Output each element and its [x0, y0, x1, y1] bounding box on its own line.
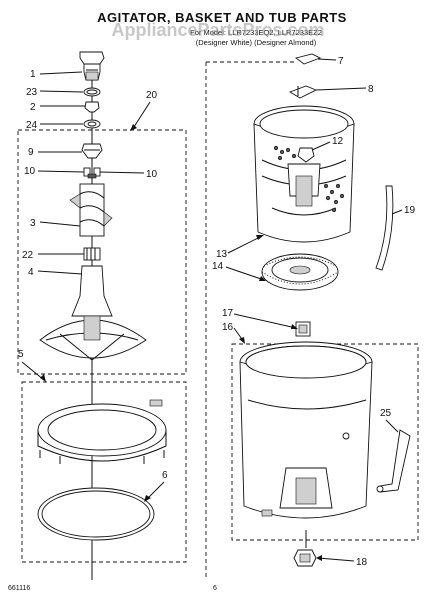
- part-19-hose: [375, 185, 394, 271]
- part-3-auger: [69, 183, 113, 237]
- part-9-retainer: [81, 143, 103, 159]
- part-14-hub: [261, 253, 339, 291]
- part-24-seal: [83, 119, 101, 129]
- callout-5: 5: [18, 349, 24, 360]
- callout-16: 16: [222, 322, 234, 333]
- callout-13: 13: [216, 249, 228, 260]
- callout-10-right: 10: [146, 169, 158, 180]
- callout-20: 20: [146, 90, 158, 101]
- part-23-ring: [83, 87, 101, 97]
- callout-17: 17: [222, 308, 234, 319]
- callout-19: 19: [404, 205, 416, 216]
- part-16-outer-tub: [239, 341, 373, 519]
- doc-number: 661116: [8, 585, 30, 592]
- part-22-bearing: [83, 247, 101, 261]
- part-18-nut: [293, 549, 317, 567]
- callout-25: 25: [380, 408, 392, 419]
- watermark: AppliancePartsPros.com: [111, 20, 324, 40]
- callout-6: 6: [162, 470, 168, 481]
- part-8-clip: [288, 85, 318, 99]
- diagram-title: AGITATOR, BASKET AND TUB PARTS: [97, 10, 347, 25]
- page-number: 6: [213, 585, 217, 592]
- part-17-nut: [295, 321, 311, 337]
- part-6-gasket: [37, 487, 155, 541]
- callout-10-left: 10: [24, 166, 36, 177]
- model-line: For Model: LLR7233EQ2, LLR7233EZ2: [190, 28, 322, 37]
- part-2-cam: [84, 101, 100, 113]
- callout-3: 3: [30, 218, 36, 229]
- callout-7: 7: [338, 56, 344, 67]
- callout-2: 2: [30, 102, 36, 113]
- part-4-agitator-base: [39, 265, 147, 361]
- part-7-nut: [294, 53, 322, 65]
- part-13-basket: [253, 105, 355, 243]
- callout-12: 12: [332, 136, 344, 147]
- callout-4: 4: [28, 267, 34, 278]
- variant-line: (Designer White) (Designer Almond): [196, 38, 317, 47]
- callout-8: 8: [368, 84, 374, 95]
- callout-23: 23: [26, 87, 38, 98]
- callout-1: 1: [30, 69, 36, 80]
- callout-14: 14: [212, 261, 224, 272]
- lower-group-box: [21, 381, 187, 563]
- part-1-agitator-cap: [79, 51, 105, 81]
- part-5-tub-ring: [37, 399, 167, 464]
- callout-9: 9: [28, 147, 34, 158]
- part-25-drain-hose: [376, 429, 411, 493]
- basket-holes: [273, 145, 345, 213]
- callout-22: 22: [22, 250, 34, 261]
- part-12-drive-block: [297, 147, 315, 163]
- callout-24: 24: [26, 120, 38, 131]
- callout-18: 18: [356, 557, 368, 568]
- agitator-group-box: [17, 129, 187, 375]
